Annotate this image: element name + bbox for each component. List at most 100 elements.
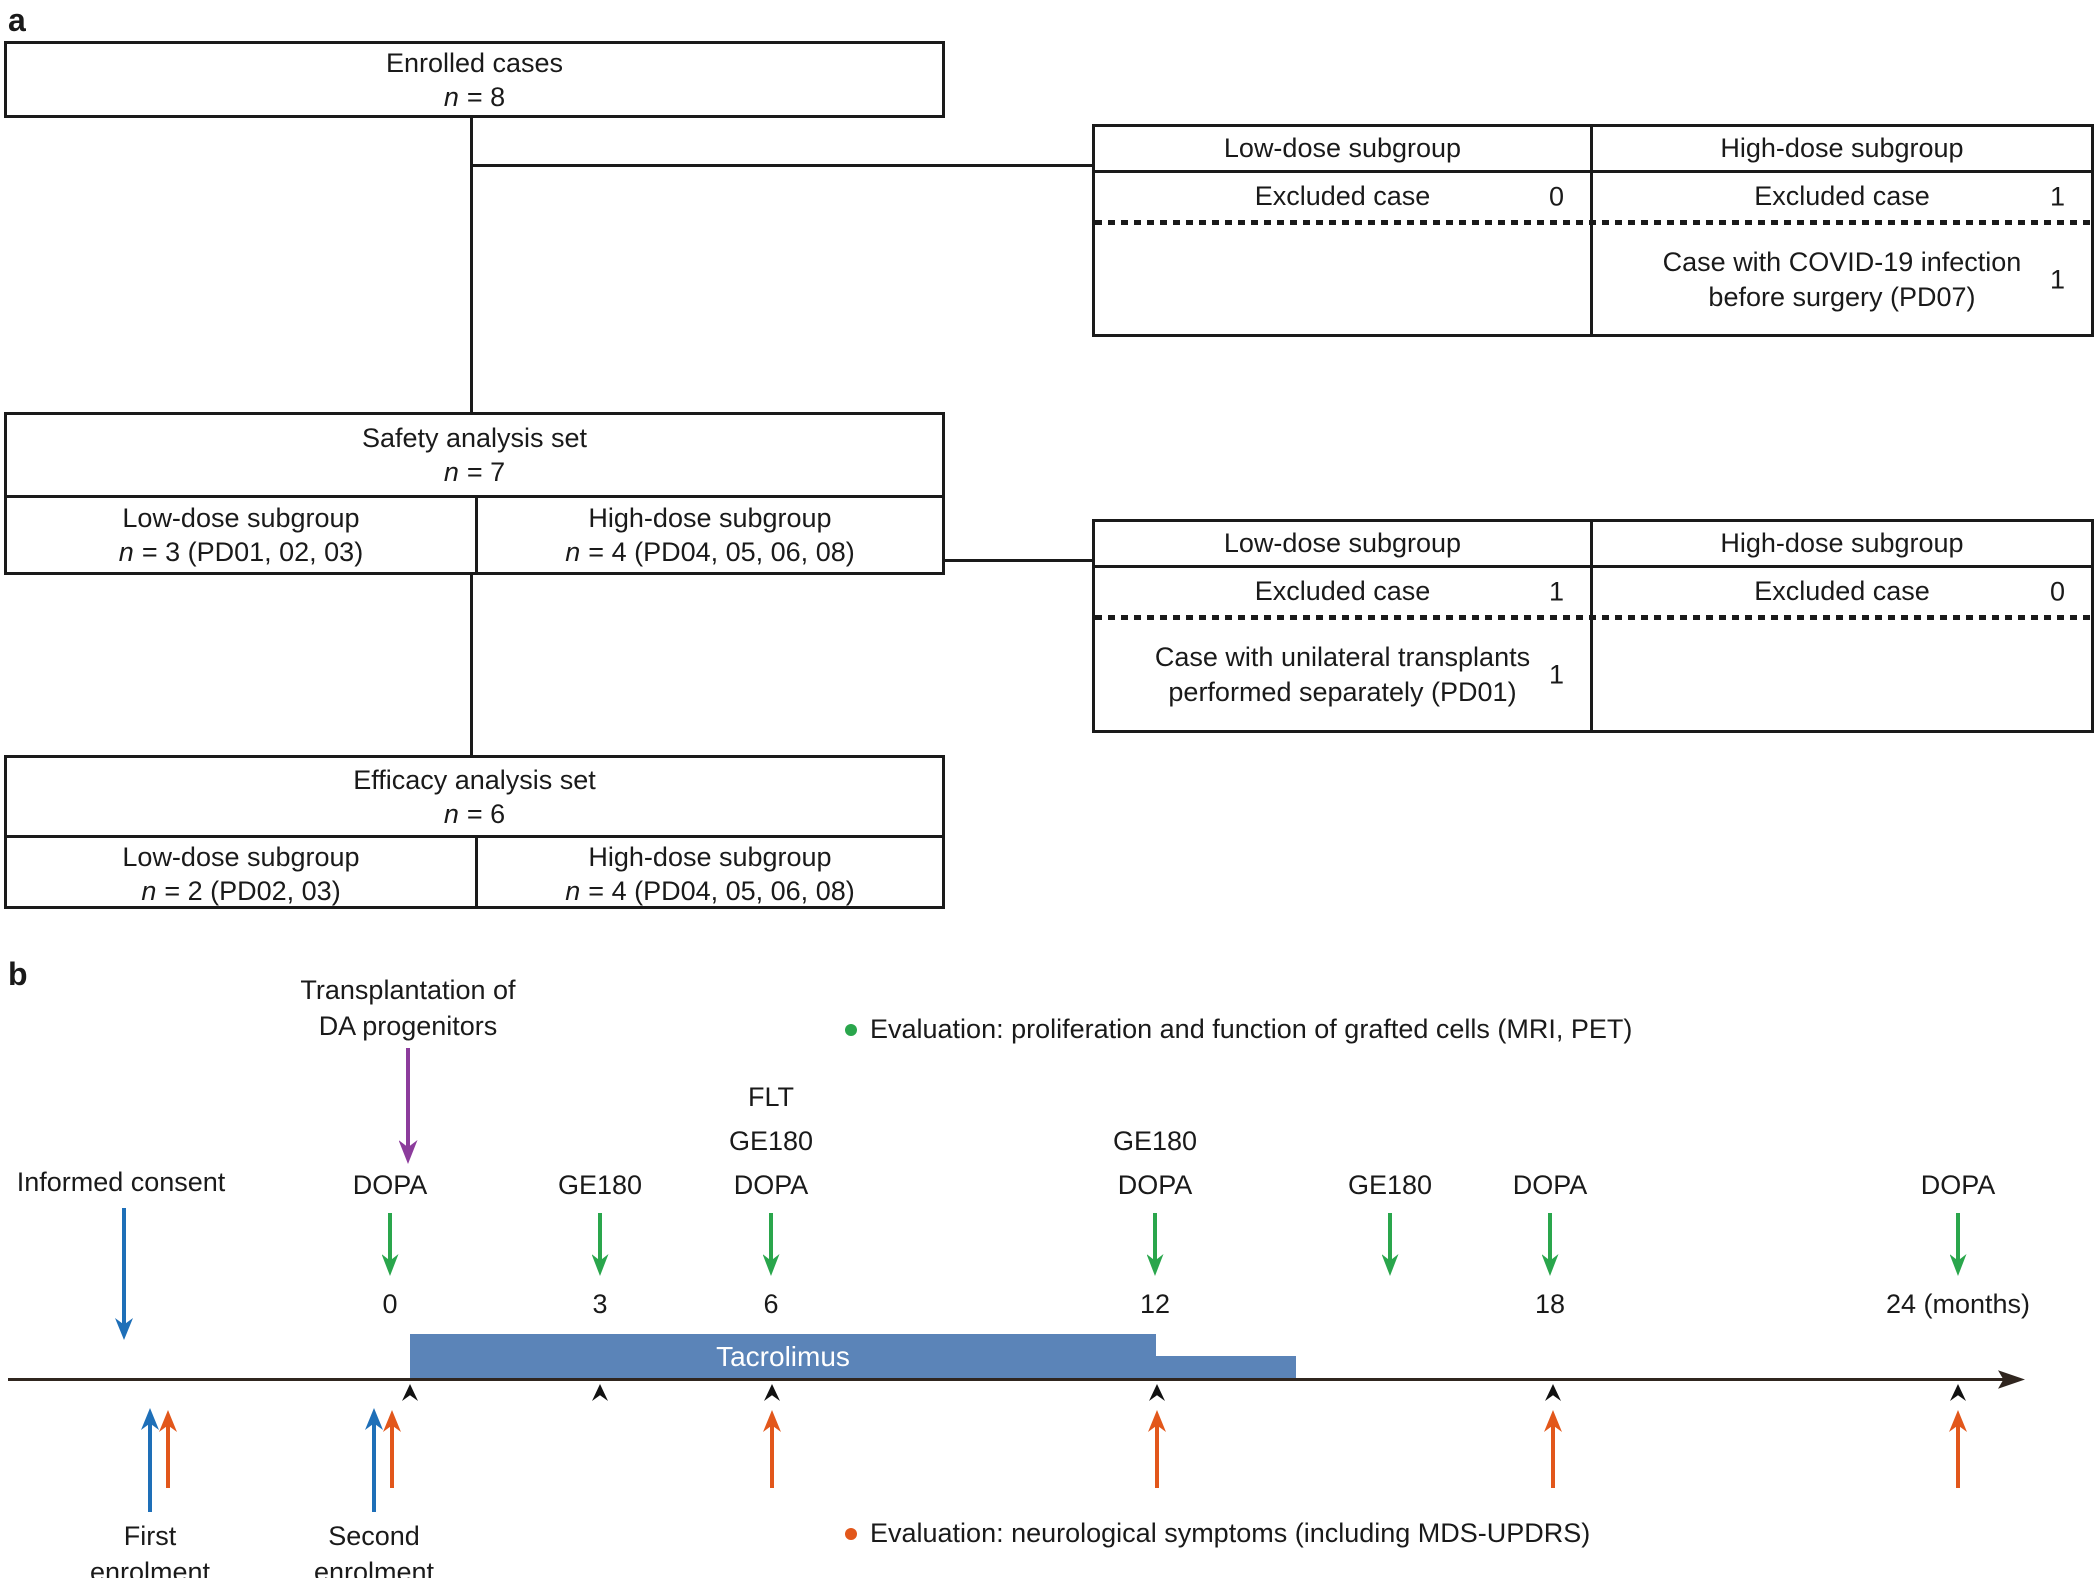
exclusion-reason-text: Case with unilateral transplants perform… [1154, 642, 1531, 707]
n-value: = 2 (PD02, 03) [164, 875, 341, 906]
exclusion-reason-cell [1593, 620, 2091, 730]
tracer-label: GE180 [1347, 1170, 1433, 1200]
enrolment-1-consent-arrow-stem [148, 1421, 152, 1512]
exclusion-table-2: Low-dose subgroup Excluded case 1 Case w… [1092, 519, 2094, 733]
efficacy-subgroup-row: Low-dose subgroup n= 2 (PD02, 03) High-d… [7, 838, 942, 909]
exclusion-reason-cell: Case with unilateral transplants perform… [1095, 620, 1590, 730]
exclusion-table-1: Low-dose subgroup Excluded case 0 High-d… [1092, 124, 2094, 337]
excluded-case-label: Excluded case [1754, 181, 1930, 211]
subgroup-title: Low-dose subgroup [122, 503, 360, 533]
n-italic: n [443, 457, 459, 487]
legend-neuro-text: Evaluation: neurological symptoms (inclu… [870, 1518, 1591, 1548]
axis-tick-arrowhead-icon [1950, 1384, 1966, 1401]
neuro-evaluation-arrow-0 [763, 1410, 781, 1488]
imaging-evaluation-arrow-1 [591, 1213, 609, 1276]
tracer-label: FLT [748, 1082, 794, 1112]
timepoint-4-labels: GE180 [1280, 1163, 1500, 1207]
panel-b-label: b [8, 956, 28, 992]
tracer-label: GE180 [557, 1170, 643, 1200]
timeline-axis [8, 1378, 2012, 1381]
timepoint-0-labels: DOPA [280, 1163, 500, 1207]
safety-analysis-n: n= 7 [444, 455, 505, 489]
informed-consent-arrow [115, 1208, 133, 1340]
transplantation-label-line1: Transplantation of [300, 975, 516, 1005]
neuro-evaluation-arrow-2-stem [1551, 1423, 1555, 1488]
n-value: = 8 [466, 81, 506, 112]
excluded-case-label: Excluded case [1254, 181, 1431, 211]
imaging-evaluation-arrow-4-stem [1388, 1213, 1392, 1263]
enrolment-1-neuro-arrow-stem [166, 1423, 170, 1488]
excluded-case-row: Excluded case 1 [1593, 173, 2091, 220]
month-label-12: 12 [1139, 1289, 1171, 1319]
safety-analysis-title-cell: Safety analysis set n= 7 [7, 415, 942, 498]
exclusion-1-high-column: High-dose subgroup Excluded case 1 Case … [1593, 127, 2091, 334]
month-label-0: 0 [382, 1289, 398, 1319]
enrolled-cases-box: Enrolled cases n= 8 [4, 41, 945, 118]
tracer-label: DOPA [352, 1170, 428, 1200]
n-value: = 4 (PD04, 05, 06, 08) [588, 537, 855, 567]
enrolment-1-consent-arrow [141, 1408, 159, 1512]
column-header: Low-dose subgroup [1095, 522, 1590, 568]
axis-tick-arrowhead-icon [1545, 1384, 1561, 1401]
legend-neuro-evaluation: Evaluation: neurological symptoms (inclu… [845, 1518, 1590, 1549]
exclusion-reason-cell: Case with COVID-19 infection before surg… [1593, 225, 2091, 334]
timepoint-5-labels: DOPA [1440, 1163, 1660, 1207]
n-value: = 6 [466, 798, 506, 829]
neuro-evaluation-arrow-3 [1949, 1410, 1967, 1488]
n-value: = 3 (PD01, 02, 03) [141, 537, 364, 567]
timepoint-1-labels: GE180 [490, 1163, 710, 1207]
excluded-case-count: 0 [1548, 181, 1564, 211]
subgroup-title: High-dose subgroup [588, 841, 832, 872]
tracer-label: DOPA [1920, 1170, 1996, 1200]
subgroup-n: n= 4 (PD04, 05, 06, 08) [565, 874, 854, 908]
safety-low-dose-cell: Low-dose subgroup n= 3 (PD01, 02, 03) [7, 498, 478, 572]
imaging-evaluation-arrow-3-stem [1153, 1213, 1157, 1263]
efficacy-analysis-n: n= 6 [444, 797, 505, 831]
subgroup-n: n= 4 (PD04, 05, 06, 08) [565, 535, 854, 569]
timepoint-6-labels: DOPA [1848, 1163, 2068, 1207]
enrolment-label-line1: Second [328, 1521, 420, 1551]
legend-imaging-text: Evaluation: proliferation and function o… [870, 1014, 1633, 1044]
orange-bullet-icon [845, 1527, 857, 1540]
panel-a-label: a [8, 2, 26, 38]
tracer-label: GE180 [1112, 1126, 1198, 1156]
informed-consent-label: Informed consent [16, 1167, 226, 1197]
n-italic: n [565, 875, 581, 906]
imaging-evaluation-arrow-0 [381, 1213, 399, 1276]
imaging-evaluation-arrow-2-stem [769, 1213, 773, 1263]
informed-consent-arrow-stem [122, 1208, 126, 1327]
tacrolimus-bar: Tacrolimus [410, 1334, 1156, 1379]
neuro-evaluation-arrow-0-stem [770, 1423, 774, 1488]
month-label-18: 18 [1534, 1289, 1566, 1319]
enrolment-label-line2: enrolment [313, 1557, 435, 1578]
imaging-evaluation-arrow-3 [1146, 1213, 1164, 1276]
excluded-case-count: 0 [2049, 576, 2065, 606]
n-value: = 7 [466, 457, 506, 487]
exclusion-2-high-column: High-dose subgroup Excluded case 0 [1593, 522, 2091, 730]
column-header: High-dose subgroup [1593, 127, 2091, 173]
neuro-evaluation-arrow-1-stem [1155, 1423, 1159, 1488]
n-italic: n [141, 875, 157, 906]
legend-imaging-evaluation: Evaluation: proliferation and function o… [845, 1014, 1632, 1045]
enrolment-2-consent-arrow [365, 1408, 383, 1512]
imaging-evaluation-arrow-4 [1381, 1213, 1399, 1276]
enrolment-2-neuro-arrow-stem [390, 1423, 394, 1488]
green-bullet-icon [845, 1023, 857, 1036]
safety-high-dose-cell: High-dose subgroup n= 4 (PD04, 05, 06, 0… [478, 498, 942, 572]
imaging-evaluation-arrow-0-stem [388, 1213, 392, 1263]
enrolment-label-line1: First [123, 1521, 177, 1551]
enrolled-cases-title: Enrolled cases [385, 47, 564, 78]
efficacy-analysis-title-cell: Efficacy analysis set n= 6 [7, 758, 942, 838]
n-italic: n [443, 81, 459, 112]
month-label-24: 24 (months) [1885, 1289, 2031, 1319]
efficacy-analysis-box: Efficacy analysis set n= 6 Low-dose subg… [4, 755, 945, 909]
exclusion-reason-text: Case with COVID-19 infection before surg… [1662, 246, 2022, 312]
transplantation-label-line2: DA progenitors [318, 1011, 498, 1041]
axis-tick-arrowhead-icon [402, 1384, 418, 1401]
exclusion-reason-count: 1 [2049, 264, 2065, 294]
imaging-evaluation-arrow-6-stem [1956, 1213, 1960, 1263]
